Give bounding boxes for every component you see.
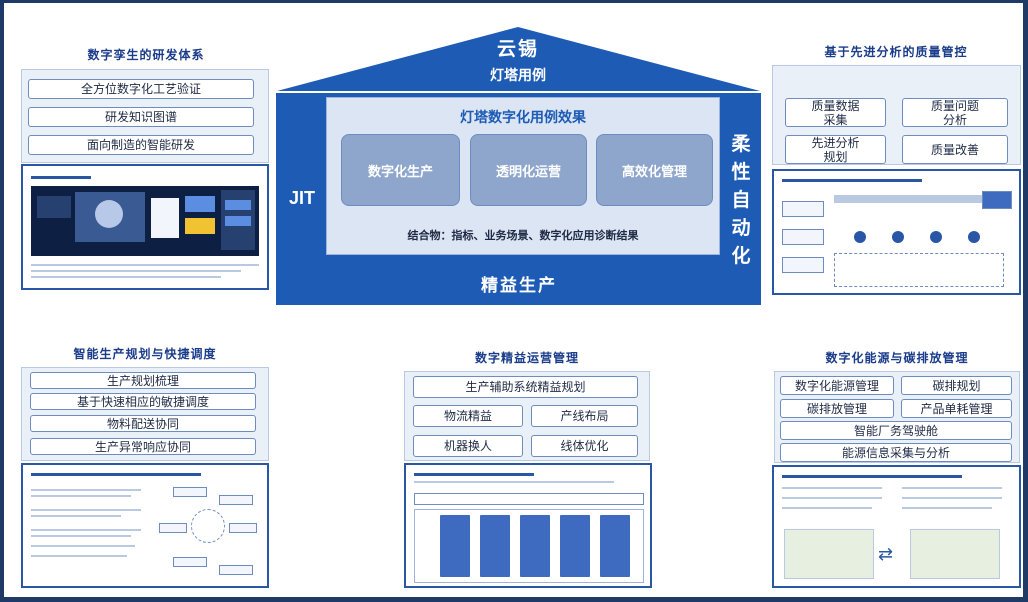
jit-pillar-label: JIT — [288, 188, 315, 208]
use-case-effect-title: 灯塔数字化用例效果 — [460, 109, 586, 125]
energy-screenshot-thumbnail: ⇄ — [772, 465, 1021, 588]
lean-item: 线体优化 — [531, 435, 638, 457]
section-title-rd: 数字孪生的研发体系 — [87, 48, 205, 62]
rd-item: 全方位数字化工艺验证 — [28, 79, 254, 99]
rd-item: 面向制造的智能研发 — [28, 135, 254, 155]
flexible-automation-pillar-label: 柔性自动化 — [731, 134, 751, 267]
production-item: 生产异常响应协同 — [30, 438, 256, 455]
exchange-arrows-icon: ⇄ — [878, 544, 894, 564]
lean-production-base: 精益生产 — [481, 276, 557, 295]
lean-screenshot-thumbnail — [404, 463, 652, 588]
lean-item: 产线布局 — [531, 405, 638, 427]
combination-note: 结合物：指标、业务场景、数字化应用诊断结果 — [407, 230, 639, 242]
section-title-production: 智能生产规划与快捷调度 — [73, 347, 217, 361]
energy-item: 能源信息采集与分析 — [780, 443, 1012, 462]
quality-item: 质量改善 — [902, 135, 1008, 164]
production-item: 基于快速相应的敏捷调度 — [30, 393, 256, 410]
house-roof — [277, 27, 760, 91]
house-base-shape — [276, 255, 760, 305]
energy-item: 数字化能源管理 — [780, 376, 894, 395]
section-title-lean: 数字精益运营管理 — [474, 351, 579, 365]
quality-item: 质量数据 采集 — [785, 98, 886, 127]
energy-item: 智能厂务驾驶舱 — [780, 421, 1012, 440]
effect-digital-production: 数字化生产 — [341, 134, 460, 206]
energy-item: 产品单耗管理 — [901, 399, 1012, 418]
section-title-energy: 数字化能源与碳排放管理 — [825, 351, 969, 365]
roof-title: 云锡 — [496, 39, 539, 60]
quality-screenshot-thumbnail — [772, 169, 1021, 295]
section-title-quality: 基于先进分析的质量管控 — [824, 45, 968, 59]
roof-subtitle: 灯塔用例 — [490, 67, 546, 83]
production-item: 生产规划梳理 — [30, 372, 256, 389]
rd-screenshot-thumbnail — [21, 164, 269, 290]
effect-transparent-operation: 透明化运营 — [470, 134, 587, 206]
lean-item: 生产辅助系统精益规划 — [413, 376, 638, 398]
quality-item: 质量问题 分析 — [902, 98, 1008, 127]
lean-item: 物流精益 — [413, 405, 523, 427]
effect-efficient-management: 高效化管理 — [596, 134, 713, 206]
rd-item: 研发知识图谱 — [28, 107, 254, 127]
production-item: 物料配送协同 — [30, 415, 256, 432]
production-screenshot-thumbnail — [21, 463, 269, 588]
lean-item: 机器换人 — [413, 435, 523, 457]
quality-item: 先进分析 规划 — [785, 135, 886, 164]
energy-item: 碳排放管理 — [780, 399, 894, 418]
diagram-canvas: 云锡 灯塔用例 JIT 柔性自动化 灯塔数字化用例效果 数字化生产 透明化运营 … — [4, 3, 1023, 597]
energy-item: 碳排规划 — [901, 376, 1012, 395]
